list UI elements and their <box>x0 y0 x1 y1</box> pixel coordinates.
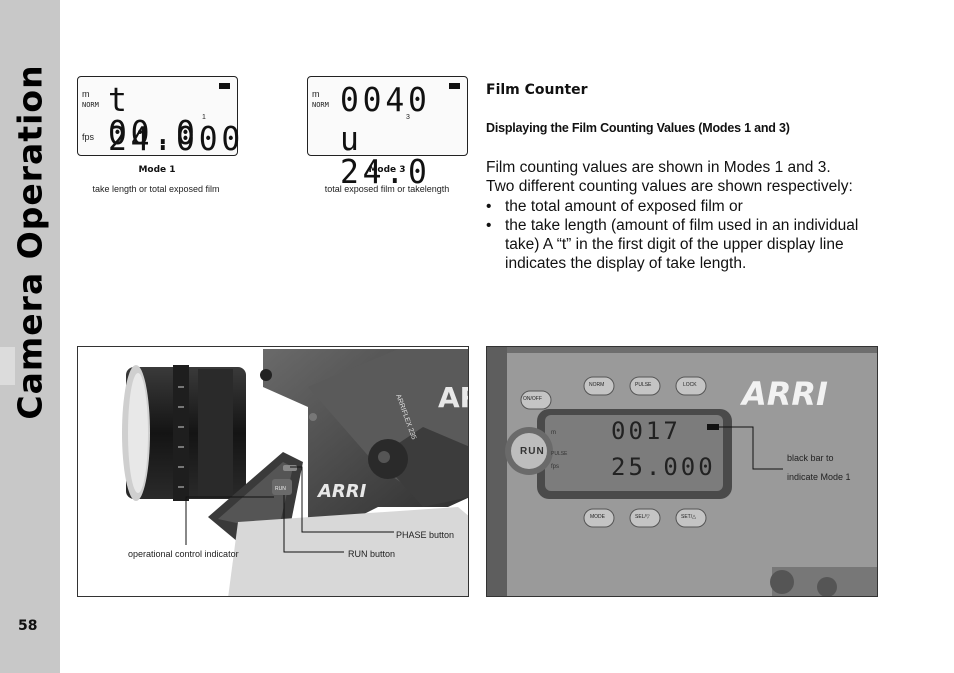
label-run-button: RUN button <box>348 549 396 559</box>
control-panel-illustration: ARRI <box>487 347 877 596</box>
lcd-mode1-norm: NORM <box>82 101 99 109</box>
display-side-top: m <box>551 430 556 436</box>
caption-mode1-sub: take length or total exposed film <box>92 184 220 194</box>
sidebar: Camera Operation 58 <box>0 0 60 673</box>
lcd-mode1-unit-bottom: fps <box>82 132 95 142</box>
arri-logo-left: ARRI <box>316 481 367 502</box>
bullet-dot: • <box>486 216 492 234</box>
label-phase-button: PHASE button <box>396 530 455 540</box>
set-label: SET/△ <box>681 514 696 520</box>
onoff-label: ON/OFF <box>523 396 542 402</box>
arri-logo-top: ARRI <box>438 381 469 414</box>
panel-display-line1: 0017 <box>611 417 681 445</box>
lcd-mode1-digit: 1 <box>202 114 206 121</box>
paragraph-1: Film counting values are shown in Modes … <box>486 159 831 176</box>
panel-display-line2: 25.000 <box>611 453 716 481</box>
chapter-title: Camera Operation <box>10 64 50 420</box>
section-subtitle: Displaying the Film Counting Values (Mod… <box>486 121 790 135</box>
camera-side-illustration: ARRI ARRI ARRIFLEX 235 RUN <box>122 349 469 596</box>
run-small-label: RUN <box>275 486 286 492</box>
display-side-mid: PULSE <box>551 451 568 457</box>
arri-logo-right: ARRI <box>739 375 828 413</box>
pulse-label: PULSE <box>635 382 652 388</box>
lcd-mode3-bar <box>449 83 460 89</box>
sidebar-tab-marker <box>0 347 15 385</box>
bullet-item: • the total amount of exposed film or <box>486 197 896 216</box>
lcd-mode1-bar <box>219 83 230 89</box>
page-number: 58 <box>18 618 38 634</box>
onoff-button-shape <box>520 390 552 410</box>
camera-side-photo: ARRI ARRI ARRIFLEX 235 RUN PHASE button … <box>77 346 469 597</box>
label-black-bar-2: indicate Mode 1 <box>787 472 851 482</box>
sel-label: SEL/▽ <box>635 514 650 520</box>
lcd-mode3-line1: 0040 <box>340 80 431 119</box>
lcd-mode1-line2: 24.000 <box>108 119 245 158</box>
lock-label: LOCK <box>683 382 697 388</box>
section-title: Film Counter <box>486 82 588 98</box>
bullet-text: the take length (amount of film used in … <box>505 216 859 273</box>
norm-label: NORM <box>589 382 605 388</box>
lcd-mode3-line2: u 24.0 <box>340 119 431 191</box>
paragraph-2: Two different counting values are shown … <box>486 178 853 196</box>
body-text: Film counting values are shown in Modes … <box>486 158 896 274</box>
lcd-mode1: m NORM t 00.0 1 fps 24.000 <box>77 76 240 156</box>
label-black-bar-1: black bar to <box>787 453 834 463</box>
caption-mode3-title: Mode 3 <box>368 165 406 175</box>
lcd-mode3: m NORM 0040 3 u 24.0 <box>307 76 468 188</box>
bullet-text: the total amount of exposed film or <box>505 197 743 215</box>
lcd-mode3-unit-top: m <box>312 89 320 99</box>
run-button-label: RUN <box>520 446 545 457</box>
lcd-mode1-line1: t 00.0 <box>108 80 199 152</box>
lcd-mode3-digit: 3 <box>406 114 410 121</box>
caption-mode3-sub: total exposed film or takelength <box>324 184 450 194</box>
bullet-dot: • <box>486 197 492 215</box>
display-side-bottom: fps <box>551 464 560 470</box>
control-panel-photo: ARRI ON/OFF NORM PULSE LOCK MODE SEL/▽ S… <box>486 346 878 597</box>
lcd-mode1-unit-top: m <box>82 89 90 99</box>
label-operational-indicator: operational control indicator <box>128 549 239 559</box>
mode-label: MODE <box>590 514 605 520</box>
lcd-mode3-norm: NORM <box>312 101 329 109</box>
run-button-shape <box>272 479 292 495</box>
bullet-item: • the take length (amount of film used i… <box>486 216 896 274</box>
caption-mode1-title: Mode 1 <box>138 165 176 175</box>
